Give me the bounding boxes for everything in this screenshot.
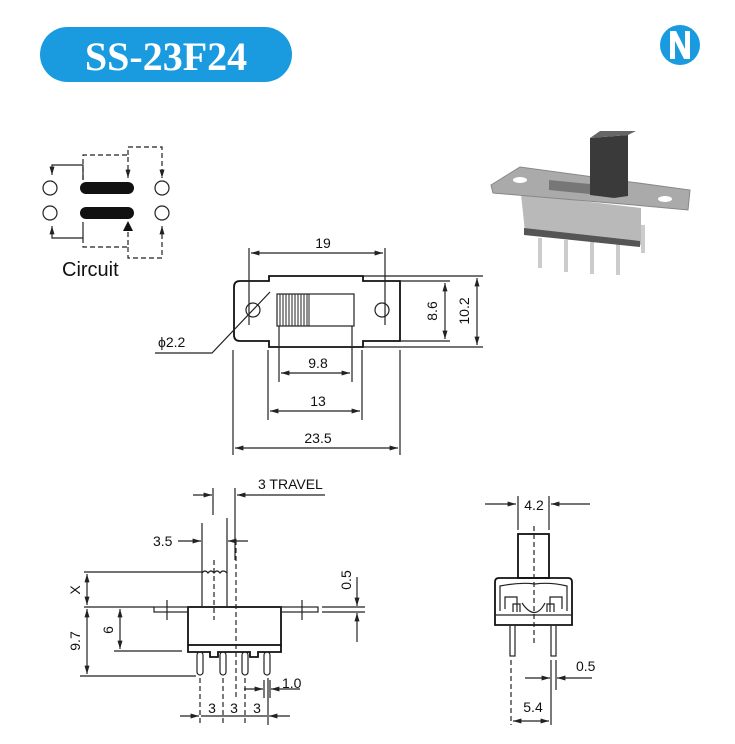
dim-window-width: 9.8 bbox=[308, 355, 328, 371]
dim-body-height: 8.6 bbox=[424, 301, 440, 321]
circuit-diagram: Circuit bbox=[42, 146, 170, 281]
dim-height: 9.7 bbox=[67, 631, 83, 651]
title-badge: SS-23F24 bbox=[40, 27, 292, 82]
circuit-label: Circuit bbox=[62, 259, 119, 281]
dim-actuator-width: 3.5 bbox=[153, 533, 173, 549]
dim-hole-diameter: ϕ2.2 bbox=[158, 334, 186, 350]
dim-actuator-height: X bbox=[67, 585, 83, 595]
product-photo bbox=[490, 131, 691, 275]
dim-plate-thickness: 0.5 bbox=[338, 570, 354, 590]
dim-pitch-3: 3 bbox=[253, 700, 261, 716]
top-view-drawing: 19 8.6 10.2 9.8 13 23.5 ϕ2.2 bbox=[155, 235, 483, 455]
dim-mount-span: 19 bbox=[315, 235, 331, 251]
dim-travel: 3 TRAVEL bbox=[258, 476, 323, 492]
brand-logo bbox=[660, 25, 700, 65]
dim-plate-height: 10.2 bbox=[456, 297, 472, 324]
dim-row-pitch: 5.4 bbox=[523, 699, 543, 715]
front-view-drawing: 4.2 0.5 5.4 bbox=[485, 496, 596, 725]
dim-front-actuator-width: 4.2 bbox=[524, 497, 544, 513]
dim-body-depth: 6 bbox=[100, 626, 116, 634]
dim-body-width: 13 bbox=[310, 393, 326, 409]
dim-pin-width: 1.0 bbox=[282, 675, 302, 691]
part-number: SS-23F24 bbox=[85, 34, 247, 79]
dim-pitch-2: 3 bbox=[230, 700, 238, 716]
pins bbox=[196, 651, 271, 676]
dim-pin-thickness: 0.5 bbox=[576, 658, 596, 674]
dim-overall-width: 23.5 bbox=[304, 430, 331, 446]
side-view-drawing: 3 TRAVEL 3.5 X 9.7 6 0.5 1.0 3 3 bbox=[67, 476, 365, 725]
dim-pitch-1: 3 bbox=[208, 700, 216, 716]
